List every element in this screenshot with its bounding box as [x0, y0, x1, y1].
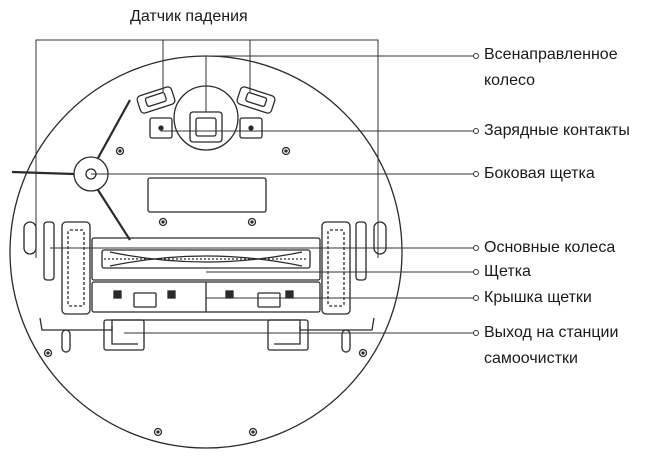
label-drop-sensor: Датчик падения: [130, 8, 248, 25]
label-plate: [147, 177, 267, 213]
leader-dot-brush: [473, 269, 479, 275]
leader-dot-contacts: [473, 128, 479, 134]
station-outlet-left: [103, 319, 145, 351]
leader-charging-contacts: [160, 128, 474, 132]
side-brush: [11, 99, 131, 241]
robot-body-outline: [9, 55, 403, 449]
side-latch-right: [355, 221, 387, 281]
label-brush: Щетка: [484, 263, 531, 280]
screws: [43, 146, 368, 437]
main-wheel-left: [61, 221, 91, 315]
label-omni-wheel-line2: колесо: [484, 72, 536, 89]
leader-dot-brush-cover: [473, 295, 479, 301]
label-main-wheels: Основные колеса: [484, 239, 616, 256]
label-station-outlet-line2: самоочистки: [484, 350, 578, 367]
leader-dot-station: [473, 330, 479, 336]
station-outlet-right: [267, 319, 309, 351]
label-side-brush: Боковая щетка: [484, 165, 595, 182]
leader-dot-side-brush: [473, 171, 479, 177]
brush-cover: [91, 281, 321, 313]
leader-omni-wheel: [205, 55, 474, 112]
leader-drop-sensor: [35, 39, 379, 258]
label-brush-cover: Крышка щетки: [484, 289, 592, 306]
side-latch-left: [23, 221, 55, 281]
leader-dot-omni: [473, 53, 479, 59]
label-omni-wheel-line1: Всенаправленное: [484, 46, 618, 63]
main-wheel-right: [321, 221, 351, 315]
drop-sensor-left: [136, 86, 176, 114]
leader-dot-main-wheels: [473, 245, 479, 251]
drop-sensor-right: [236, 86, 276, 114]
label-charging-contacts: Зарядные контакты: [484, 122, 630, 139]
bottom-slot-left: [61, 329, 71, 353]
rear-bumper-edge: [39, 317, 375, 331]
main-brush: [91, 237, 321, 281]
bottom-slot-right: [341, 329, 351, 353]
label-station-outlet-line1: Выход на станции: [484, 324, 619, 341]
